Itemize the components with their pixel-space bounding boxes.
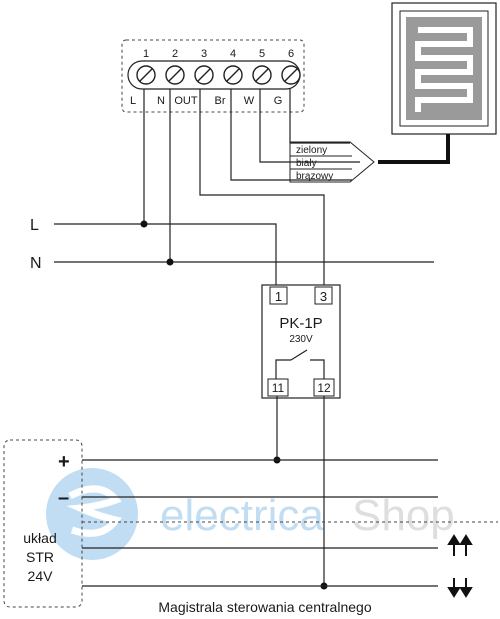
relay-pin-12: 12	[317, 381, 331, 395]
relay-voltage: 230V	[289, 334, 313, 345]
sensor-cable	[378, 134, 450, 164]
terminal-label-out: OUT	[174, 95, 198, 107]
screw-terminal-5	[252, 65, 272, 85]
relay-pin-11-box	[267, 378, 289, 397]
str-label-line1: układ	[23, 530, 56, 546]
screw-terminal-4	[223, 65, 243, 85]
relay-pin-1: 1	[275, 289, 282, 304]
terminal-number-1: 1	[143, 48, 149, 60]
wire-label-green: zielony	[296, 145, 327, 156]
wire-label-white: biały	[296, 158, 317, 169]
junction-l	[140, 220, 148, 228]
up-arrows-icon	[447, 534, 473, 556]
down-arrows-icon	[447, 578, 473, 598]
junction-n	[166, 258, 174, 266]
terminal-number-5: 5	[259, 48, 265, 60]
str-minus: –	[58, 487, 69, 509]
str-label-line2: STR	[26, 549, 54, 565]
wire-w	[259, 89, 360, 163]
relay-pin-1-box	[269, 286, 288, 305]
relay-contact-switch	[290, 349, 308, 361]
wire-l-line	[54, 223, 277, 286]
str-plus: +	[58, 451, 70, 473]
relay-pin-3-box	[314, 286, 333, 305]
line-label-l: L	[30, 217, 39, 234]
line-label-n: N	[30, 255, 42, 272]
screw-terminal-6	[281, 65, 301, 85]
bus-caption: Magistrala sterowania centralnego	[158, 599, 371, 615]
relay-contact-left	[275, 359, 291, 379]
screw-terminal-1	[136, 65, 156, 85]
screw-terminal-3	[194, 65, 214, 85]
relay-pin-11: 11	[272, 381, 285, 395]
terminal-label-w: W	[244, 95, 255, 107]
terminal-label-br: Br	[215, 95, 226, 107]
watermark-logo: electrica Shop	[46, 468, 455, 560]
cable-splitter	[289, 141, 375, 183]
sensor-icon	[391, 2, 497, 135]
svg-text:Shop: Shop	[352, 491, 455, 540]
str-label-line3: 24V	[28, 568, 54, 584]
relay-contact-right	[310, 359, 325, 379]
terminal-label-n: N	[157, 95, 165, 107]
relay-name: PK-1P	[279, 315, 322, 332]
terminal-number-3: 3	[201, 48, 207, 60]
wire-br	[230, 89, 352, 181]
terminal-block-outline	[121, 39, 305, 113]
terminal-number-4: 4	[230, 48, 236, 60]
relay-pin-3: 3	[320, 289, 327, 304]
terminal-label-g: G	[274, 95, 283, 107]
terminal-label-l: L	[130, 95, 136, 107]
screw-terminal-2	[165, 65, 185, 85]
svg-text:electrica: electrica	[160, 491, 324, 540]
str-unit-outline	[3, 439, 83, 608]
wire-label-brown: brązowy	[296, 171, 333, 182]
terminal-number-6: 6	[288, 48, 294, 60]
wire-out	[199, 89, 325, 286]
terminal-number-2: 2	[172, 48, 178, 60]
wire-g	[289, 89, 350, 144]
